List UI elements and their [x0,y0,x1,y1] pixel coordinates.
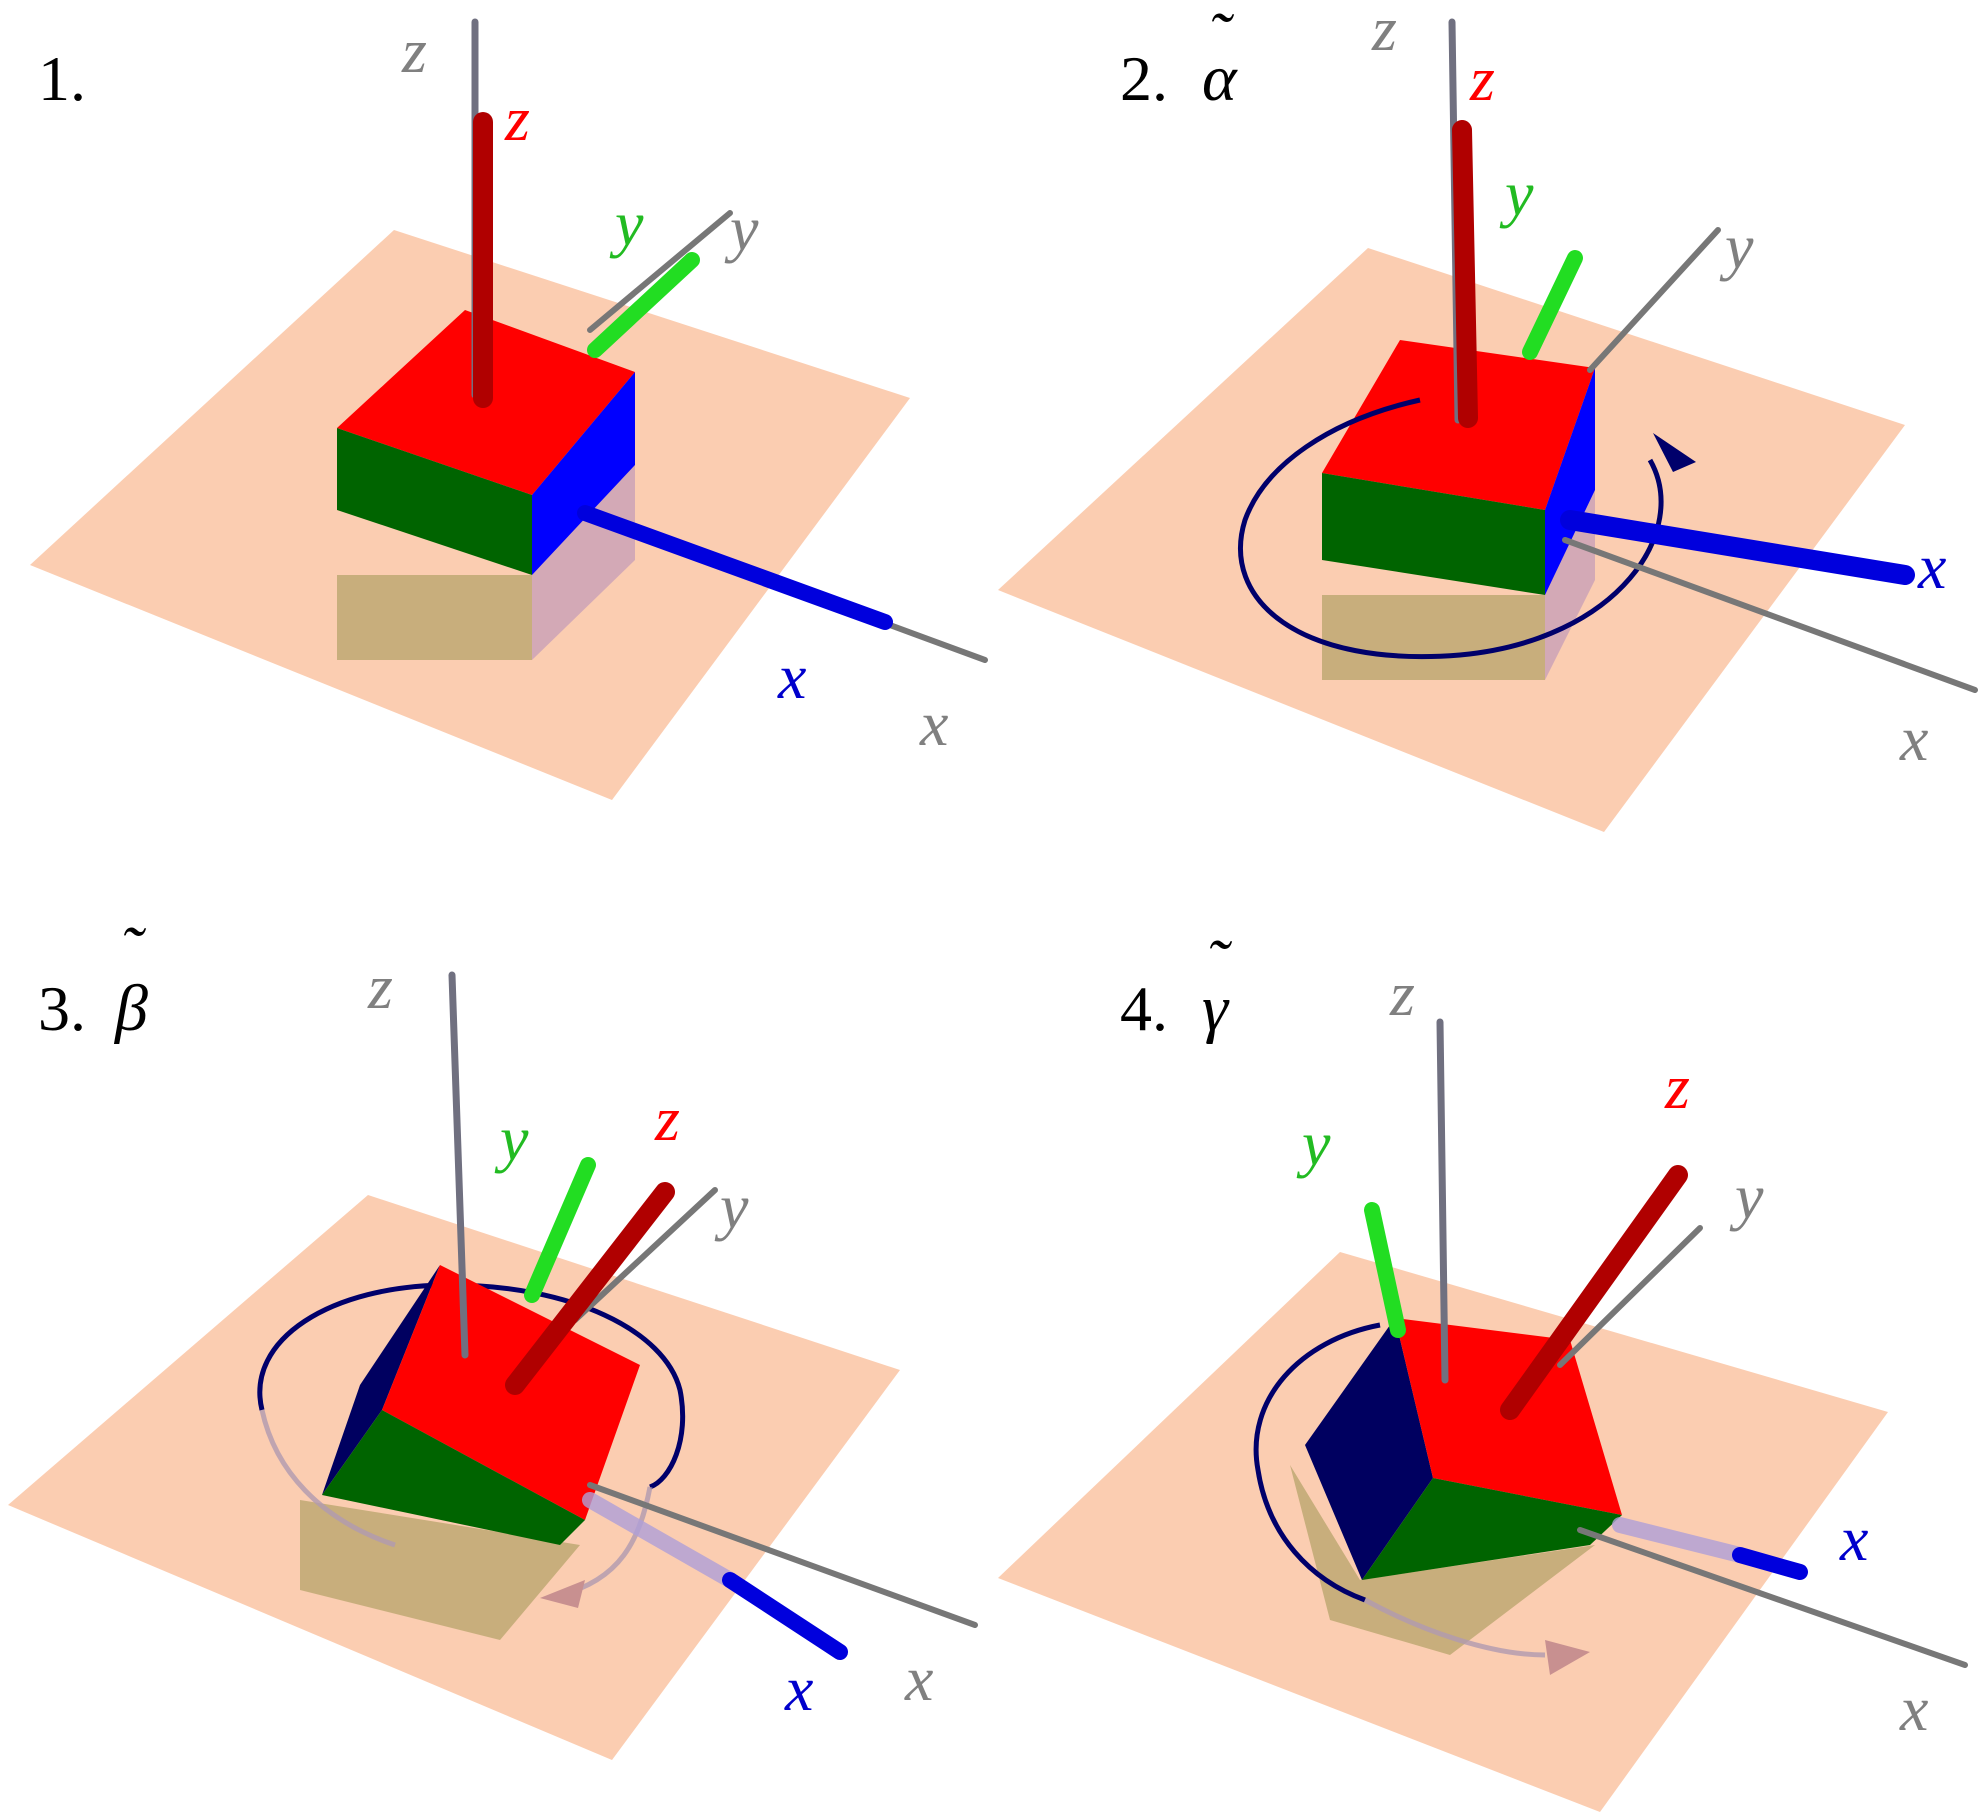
panel-4: 4. γ ˜ z z y y x x [998,927,1968,1812]
fixed-z-label: z [367,951,393,1022]
fixed-y-axis [1557,1225,1703,1368]
rotation-arrowhead [540,1580,585,1608]
fixed-x-axis [1577,1527,1968,1668]
cube-side-face [1545,368,1595,595]
cube-side-face [322,1265,440,1495]
cube-side-face [532,372,635,575]
cube-reflection [337,575,532,660]
fixed-y-label: y [1729,1161,1764,1232]
fixed-z-axis [448,971,469,1359]
body-z-axis [1452,120,1478,428]
body-z-axis [1500,1165,1688,1420]
cube-top-face [1322,340,1595,510]
body-x-label: x [1917,531,1946,602]
fixed-y-axis [572,1187,718,1323]
body-x-axis [577,505,893,630]
angle-symbol: α [1202,42,1238,115]
fixed-x-axis [587,1482,978,1628]
panel-number: 1. [38,43,86,114]
panel-1: 1. z z y y x x [30,15,988,800]
body-y-label: y [494,1103,529,1174]
angle-symbol-alpha: α ˜ [1202,0,1238,115]
fixed-y-label: y [724,193,759,264]
rotation-arrowhead [1653,433,1696,472]
body-z-label: z [1469,43,1495,114]
fixed-x-label: x [1899,1673,1928,1744]
cube-reflection [1290,1465,1595,1655]
body-y-axis [524,1157,596,1303]
body-y-label: y [609,188,644,259]
body-z-label: z [1664,1051,1690,1122]
rotation-arrow-front [1363,1597,1546,1658]
fixed-y-label: y [714,1171,749,1242]
body-x-axis-faded [582,1492,738,1588]
fixed-z-axis [1436,1018,1449,1384]
rotation-arrow-back [1253,1322,1381,1603]
tilde-accent: ˜ [1206,927,1233,1000]
body-x-axis [1560,510,1915,585]
angle-symbol-gamma: γ ˜ [1202,927,1233,1045]
cube-front-face [322,1410,585,1545]
body-y-axis [1364,1202,1406,1338]
body-y-label: y [1296,1108,1331,1179]
fixed-x-axis [1562,537,1978,693]
body-y-label: y [1499,158,1534,229]
body-x-axis [1732,1547,1808,1580]
panel-number: 3. [38,973,86,1044]
fixed-y-axis [587,210,733,333]
cube-front-face [1362,1478,1622,1580]
panel-3: 3. β ˜ z y z y x x [8,914,978,1760]
cube-side-face [1305,1318,1433,1580]
fixed-z-label: z [401,15,427,86]
angle-symbol: β [113,972,148,1045]
fixed-z-label: z [1371,0,1397,64]
fixed-y-label: y [1719,211,1754,282]
body-z-label: z [654,1083,680,1154]
panel-number: 4. [1120,973,1168,1044]
cube-front-face [337,428,532,575]
cube-front-face [1322,473,1545,595]
body-x-axis [722,1572,848,1660]
fixed-y-axis [1587,227,1721,373]
body-z-label: z [504,83,530,154]
body-x-axis-faded [1612,1517,1748,1563]
body-z-axis [505,1182,675,1395]
rotation-arrowhead [1545,1640,1590,1675]
angle-symbol: γ [1202,972,1230,1045]
fixed-x-label: x [904,1643,933,1714]
cube-reflection [1322,595,1545,680]
angle-symbol-beta: β ˜ [113,914,148,1045]
body-y-axis [587,252,700,358]
fixed-x-label: x [1899,703,1928,774]
rotation-arrow-back [257,1282,686,1490]
body-x-label: x [784,1653,813,1724]
body-y-axis [1522,250,1583,360]
body-x-label: x [1839,1503,1868,1574]
fixed-z-label: z [1389,958,1415,1029]
body-x-label: x [777,641,806,712]
panel-number: 2. [1120,43,1168,114]
panel-2: 2. α ˜ z z y y x x [998,0,1978,832]
fixed-x-label: x [919,688,948,759]
